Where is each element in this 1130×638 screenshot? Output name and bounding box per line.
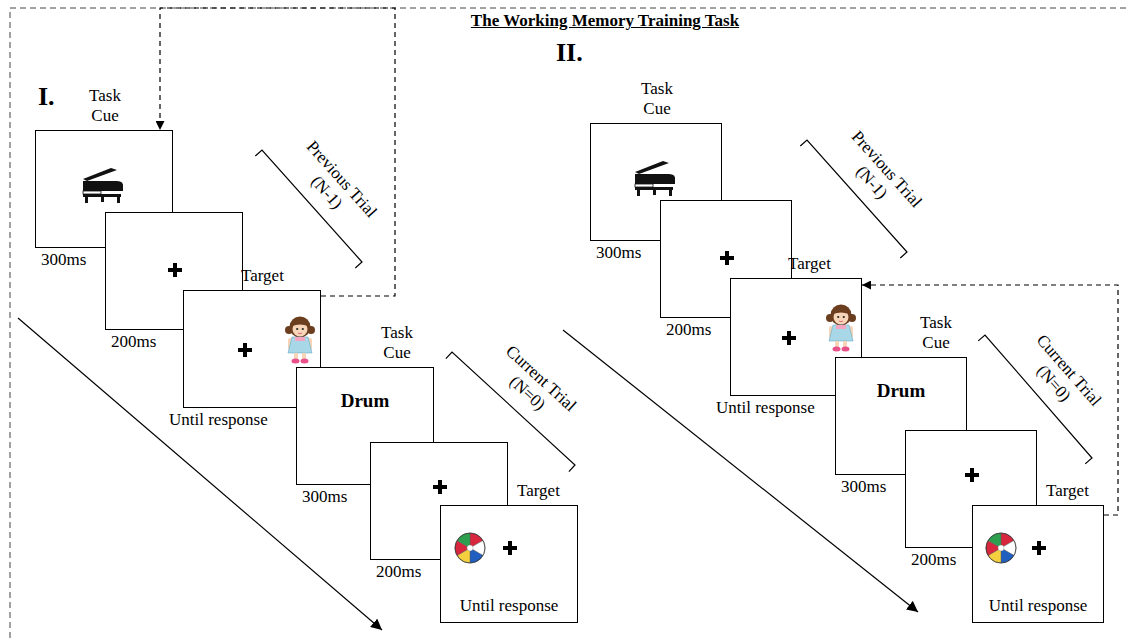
response-note: Until response bbox=[441, 596, 577, 616]
trial-label: Previous Trial (N-1) bbox=[828, 122, 931, 231]
piano-icon bbox=[635, 161, 675, 196]
screen-heading: Target bbox=[517, 481, 560, 501]
doll-picture bbox=[826, 304, 856, 351]
duration-label: Until response bbox=[169, 410, 268, 430]
duration-label: Until response bbox=[716, 398, 815, 418]
response-note: Until response bbox=[973, 596, 1103, 616]
duration-label: 300ms bbox=[841, 477, 886, 497]
screen-heading: Target bbox=[241, 266, 284, 286]
piano-icon bbox=[83, 168, 123, 203]
screen-heading: Task Cue bbox=[632, 79, 682, 119]
screen-heading: Target bbox=[788, 254, 831, 274]
ball-picture bbox=[986, 533, 1016, 563]
fixation-cross bbox=[238, 343, 252, 357]
trial-label: Current Trial (N=0) bbox=[480, 334, 588, 438]
fixation-cross bbox=[1032, 541, 1046, 555]
duration-label: 200ms bbox=[666, 320, 711, 340]
screen-box: TargetUntil response bbox=[440, 505, 578, 623]
cue-word: Drum bbox=[836, 380, 966, 402]
duration-label: 200ms bbox=[911, 550, 956, 570]
trial-label: Previous Trial (N-1) bbox=[283, 132, 386, 241]
duration-label: 300ms bbox=[596, 243, 641, 263]
fixation-cross bbox=[503, 541, 517, 555]
duration-label: 200ms bbox=[376, 562, 421, 582]
duration-label: 200ms bbox=[111, 332, 156, 352]
ball-picture bbox=[455, 533, 485, 563]
fixation-cross bbox=[720, 251, 734, 265]
fixation-cross bbox=[168, 263, 182, 277]
duration-label: 300ms bbox=[302, 487, 347, 507]
fixation-cross bbox=[965, 468, 979, 482]
duration-label: 300ms bbox=[41, 250, 86, 270]
fixation-cross bbox=[433, 480, 447, 494]
doll-picture bbox=[285, 316, 315, 363]
panel-number: II. bbox=[556, 38, 583, 68]
frame-border bbox=[10, 8, 1130, 638]
panel-number: I. bbox=[38, 82, 55, 112]
trial-label: Current Trial (N=0) bbox=[1010, 322, 1112, 431]
fixation-cross bbox=[782, 331, 796, 345]
screen-heading: Task Cue bbox=[80, 86, 130, 126]
screen-box: TargetUntil response bbox=[972, 505, 1104, 623]
cue-word: Drum bbox=[297, 390, 433, 412]
screen-heading: Task Cue bbox=[372, 323, 422, 363]
title: The Working Memory Training Task bbox=[440, 11, 770, 31]
screen-heading: Task Cue bbox=[911, 313, 961, 353]
screen-heading: Target bbox=[1046, 481, 1089, 501]
